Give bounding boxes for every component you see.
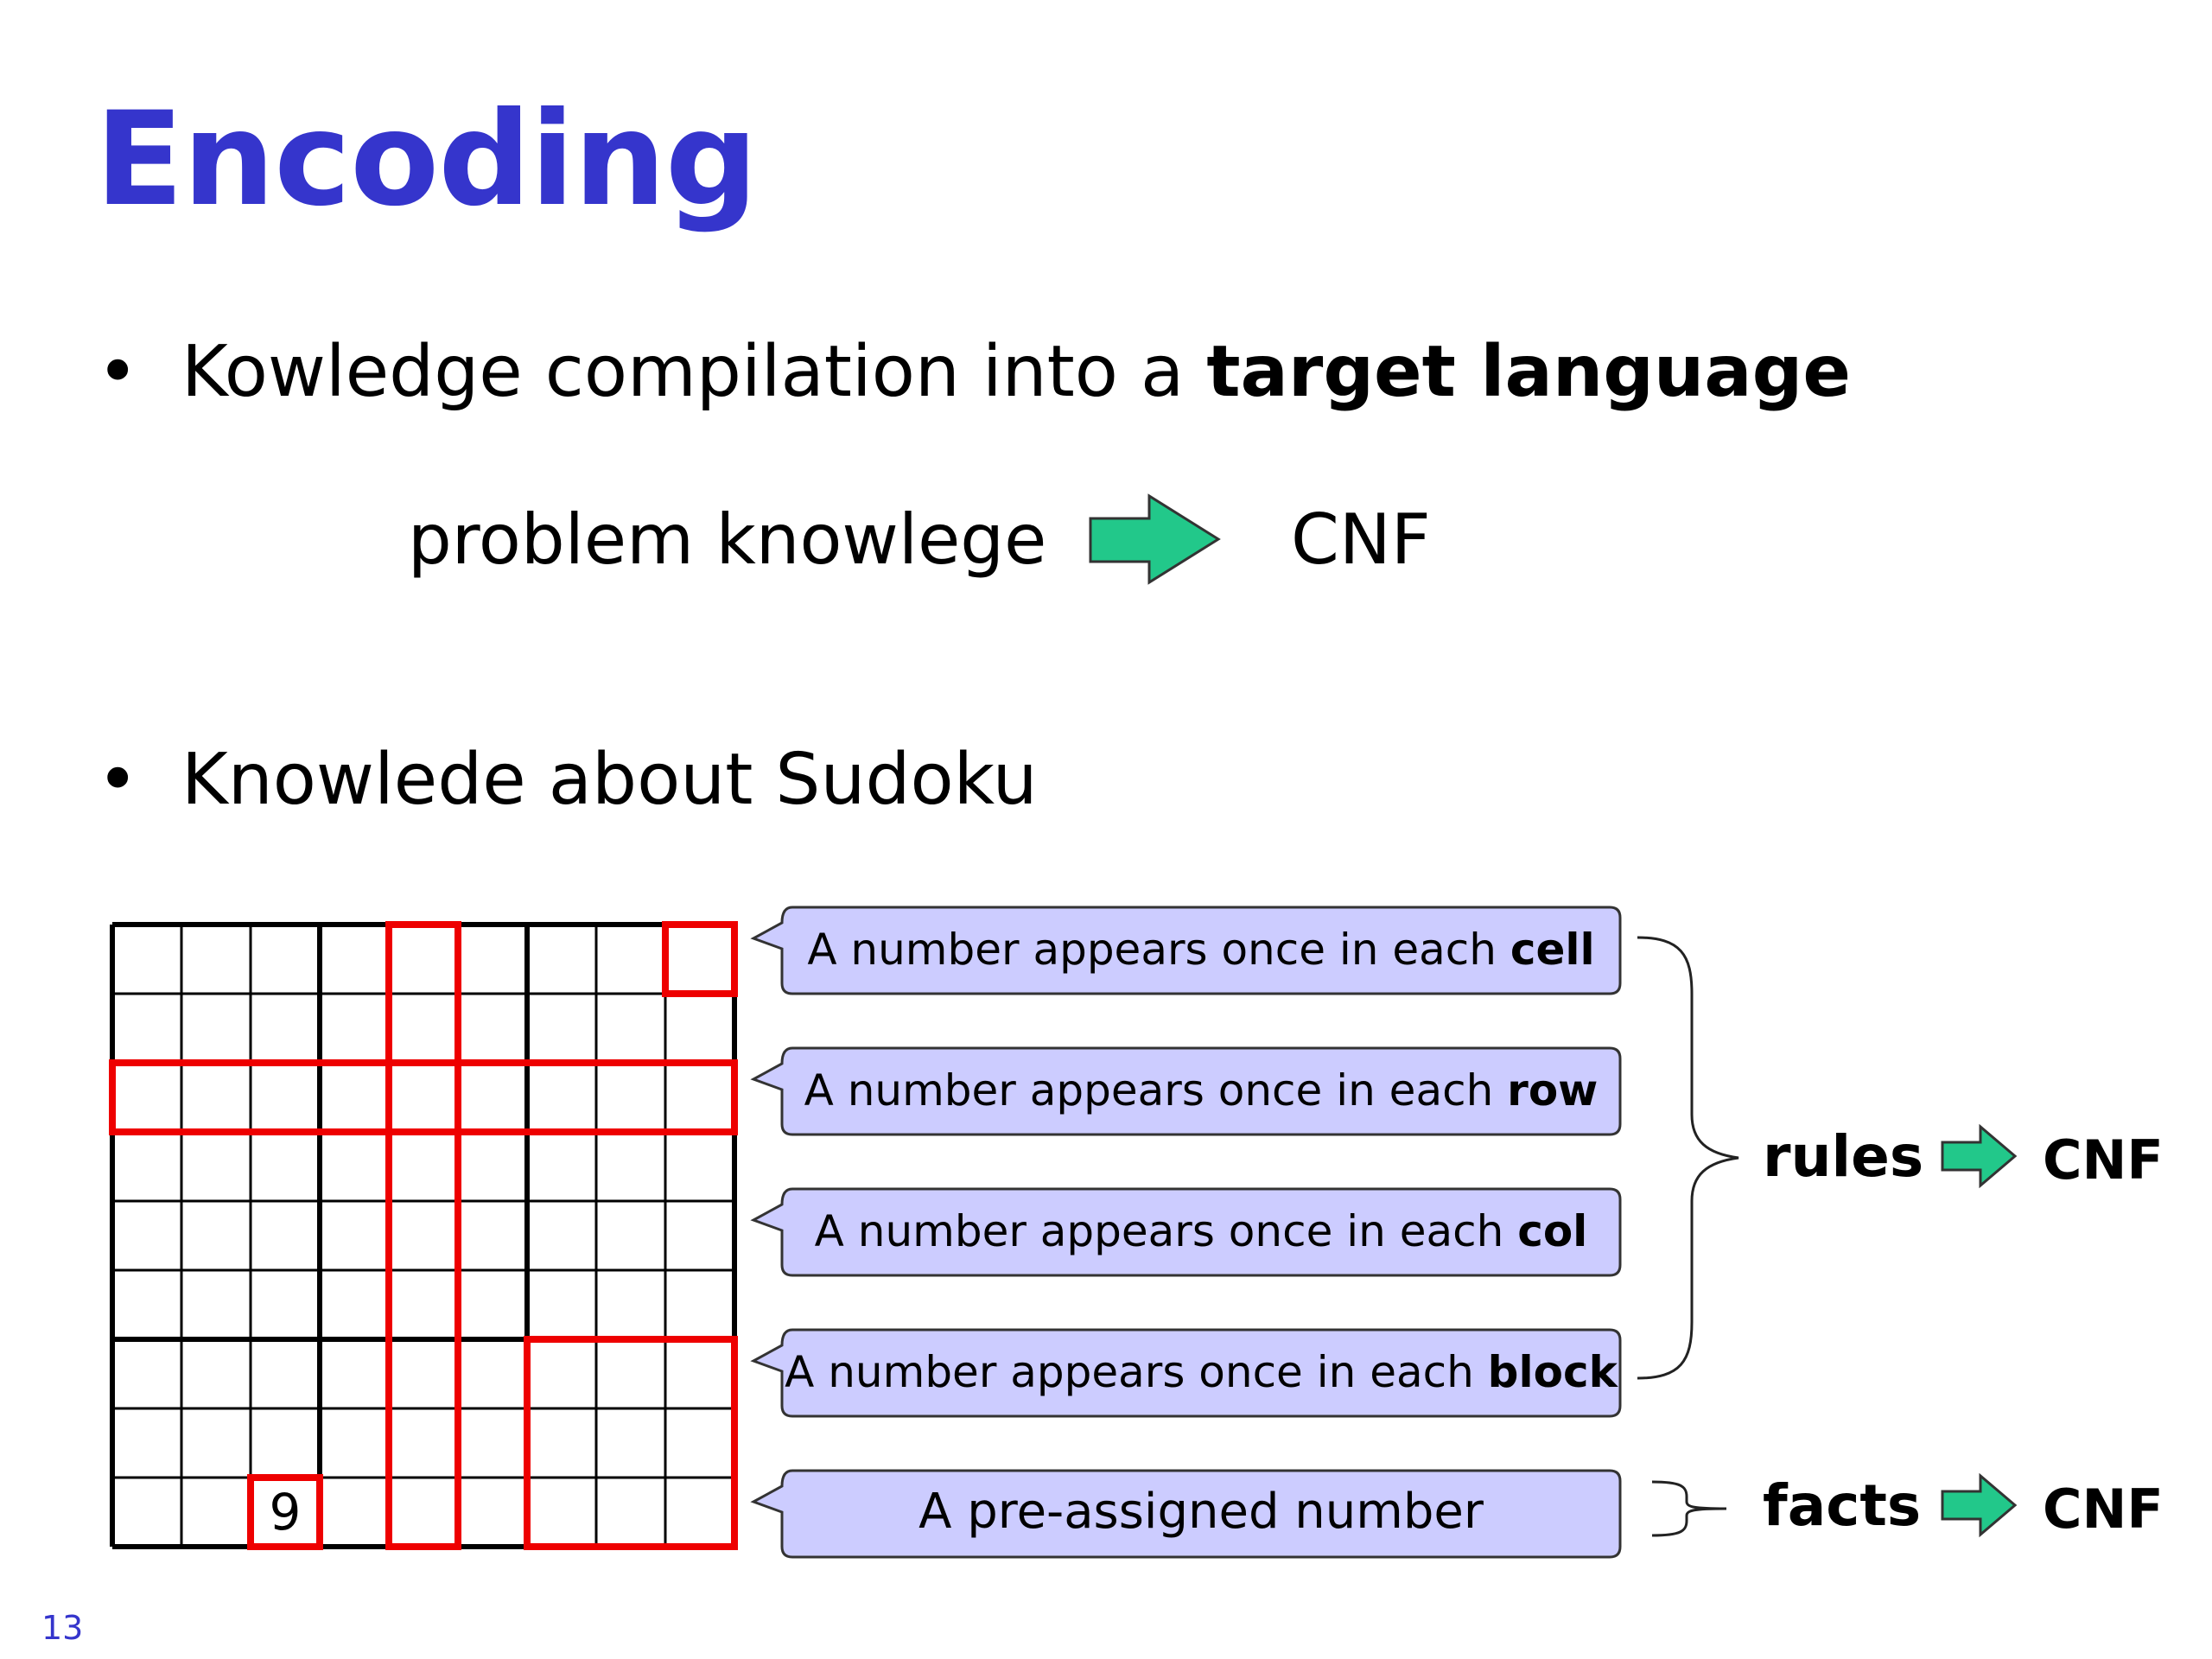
callout-block-keyword: block — [1487, 1347, 1618, 1397]
callout-box — [750, 1046, 1622, 1136]
highlight-block — [524, 1336, 738, 1550]
callout-cell: A number appears once in each cell — [782, 928, 1620, 971]
callout-block: A number appears once in each block — [782, 1351, 1620, 1394]
callout-box — [750, 906, 1622, 995]
callout-boxes — [750, 906, 1622, 1559]
callout-box — [750, 1187, 1622, 1277]
facts-brace-icon — [1651, 1480, 1727, 1537]
bullet-text: Kowledge compilation into a target langu… — [181, 337, 1851, 408]
callout-cell-text: A number appears once in each — [807, 925, 1510, 975]
facts-cnf-label: CNF — [2043, 1478, 2164, 1541]
slide-title: Encoding — [95, 85, 758, 235]
sudoku-grid: 9 — [109, 921, 738, 1550]
bullet-text: Knowlede about Sudoku — [181, 739, 1038, 821]
page-number: 13 — [41, 1609, 84, 1647]
callout-row-keyword: row — [1507, 1065, 1599, 1116]
callout-preassigned: A pre-assigned number — [782, 1488, 1620, 1536]
callout-cell-keyword: cell — [1510, 925, 1595, 975]
rules-brace-icon — [1637, 936, 1739, 1380]
bullet-text-bold: target language — [1206, 331, 1851, 413]
facts-arrow-icon — [1941, 1472, 2018, 1538]
flow-arrow-icon — [1089, 493, 1221, 585]
callout-box — [750, 1469, 1622, 1559]
highlight-cell — [662, 921, 738, 997]
highlight-row — [109, 1059, 738, 1135]
callout-col-text: A number appears once in each — [814, 1206, 1518, 1256]
callout-block-text: A number appears once in each — [785, 1347, 1488, 1397]
flow-target-label: CNF — [1291, 499, 1431, 580]
rules-cnf-label: CNF — [2043, 1128, 2164, 1192]
callout-row-text: A number appears once in each — [804, 1065, 1508, 1116]
flow-source-label: problem knowlege — [408, 499, 1047, 580]
callout-col-keyword: col — [1517, 1206, 1588, 1256]
rules-label: rules — [1763, 1123, 1924, 1190]
highlight-col — [385, 921, 461, 1550]
bullet-dot: • — [97, 739, 139, 821]
callout-row: A number appears once in each row — [782, 1069, 1620, 1112]
callout-preassigned-text: A pre-assigned number — [918, 1484, 1484, 1540]
bullet-text-normal: Kowledge compilation into a — [181, 331, 1207, 413]
preassigned-number: 9 — [270, 1483, 302, 1541]
callout-box — [750, 1328, 1622, 1418]
bullet-dot: • — [97, 331, 139, 413]
callout-col: A number appears once in each col — [782, 1210, 1620, 1253]
facts-label: facts — [1763, 1472, 1922, 1539]
rules-arrow-icon — [1941, 1123, 2018, 1189]
highlight-preassigned — [247, 1474, 323, 1550]
